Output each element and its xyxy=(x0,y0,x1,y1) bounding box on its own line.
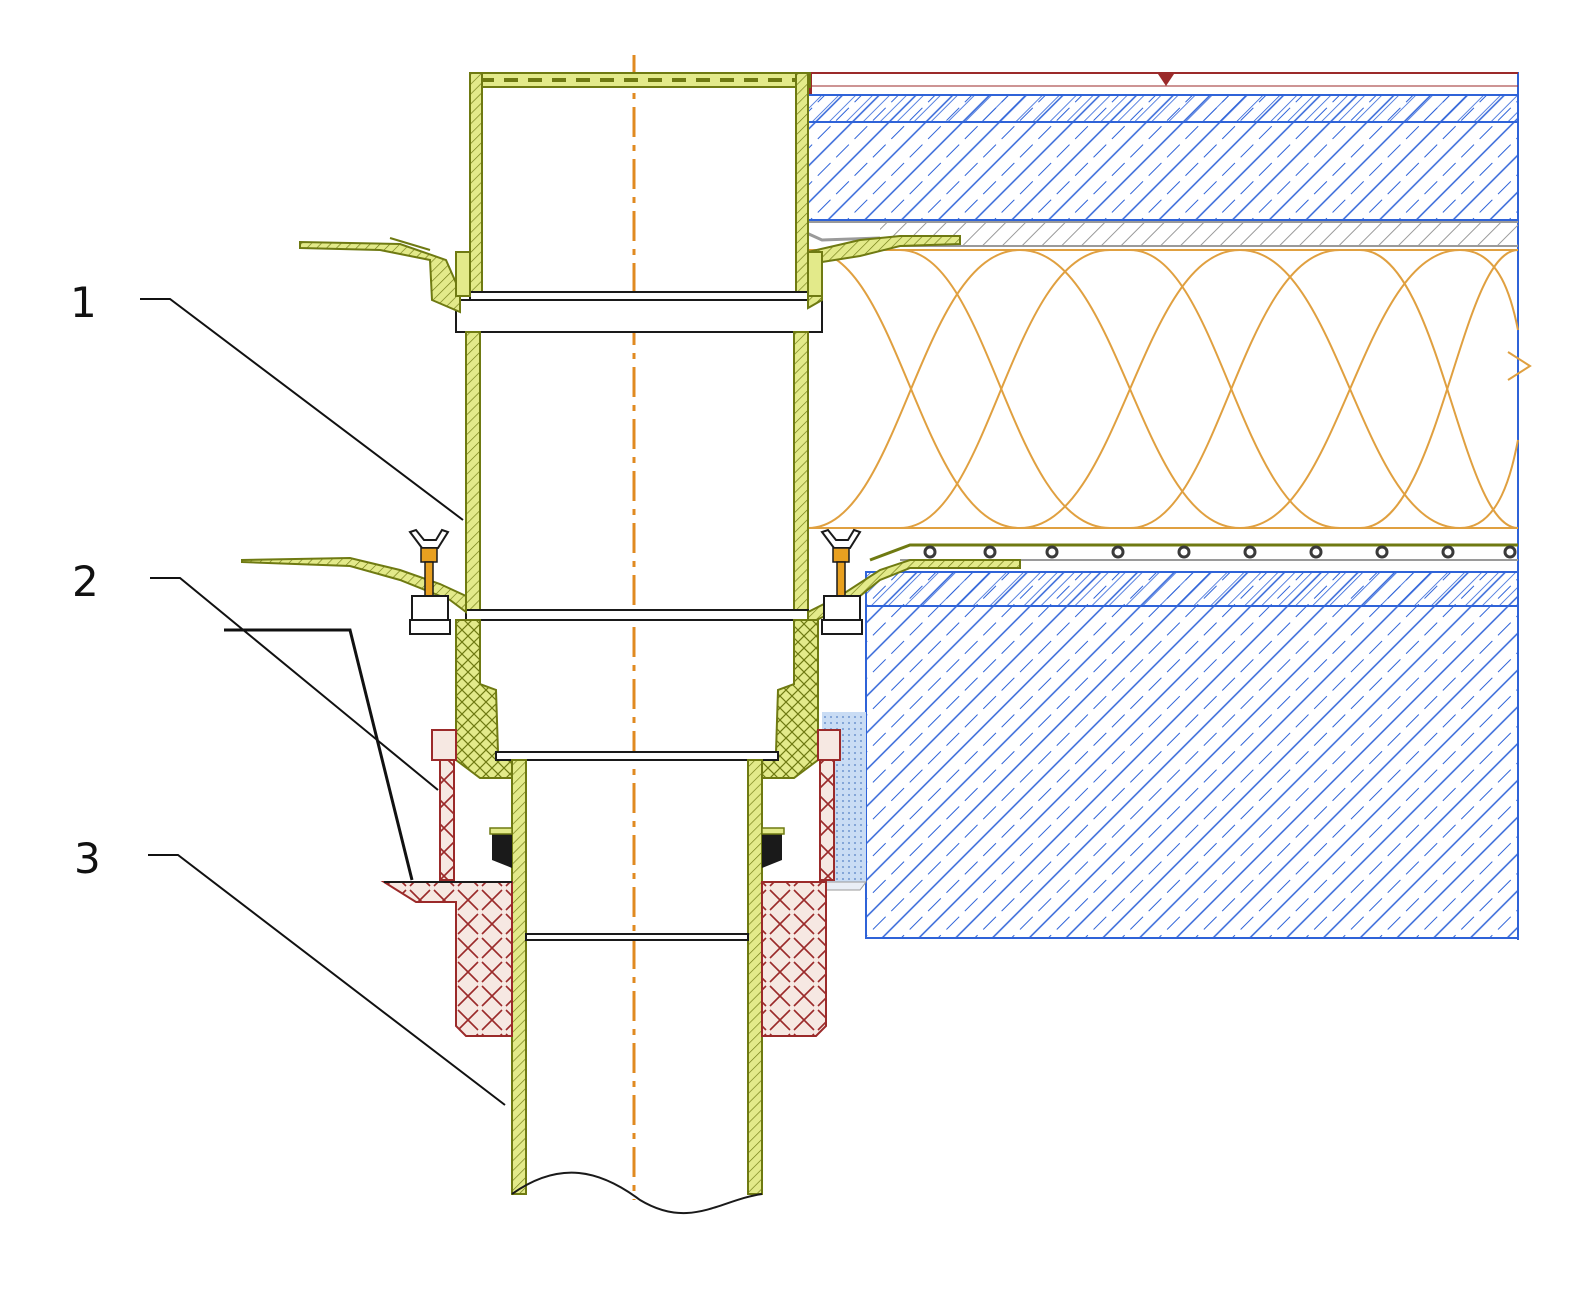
lower-drain-body xyxy=(431,619,841,881)
clamping-flange-left xyxy=(241,556,467,614)
casing-sleeve xyxy=(380,881,827,1037)
leader-line-1 xyxy=(140,298,464,521)
callout-label-3: 3 xyxy=(74,834,101,883)
upper-drain-body xyxy=(299,72,961,621)
callout-label-1: 1 xyxy=(70,278,97,327)
top-covering-line xyxy=(800,72,1518,94)
leader-line-2 xyxy=(150,577,439,791)
wing-nut-right xyxy=(820,528,863,635)
downpipe xyxy=(489,759,785,1215)
wing-nut-left xyxy=(408,528,451,635)
leader-lines xyxy=(140,298,506,1106)
concrete-roof-slab xyxy=(865,571,1519,939)
level-indicator-line xyxy=(224,628,414,881)
leader-line-3 xyxy=(148,854,506,1106)
thermal-insulation-layer xyxy=(807,248,1532,530)
upper-screed-layer xyxy=(808,72,1519,940)
vapour-barrier xyxy=(869,543,1518,562)
callout-label-2: 2 xyxy=(72,557,99,606)
